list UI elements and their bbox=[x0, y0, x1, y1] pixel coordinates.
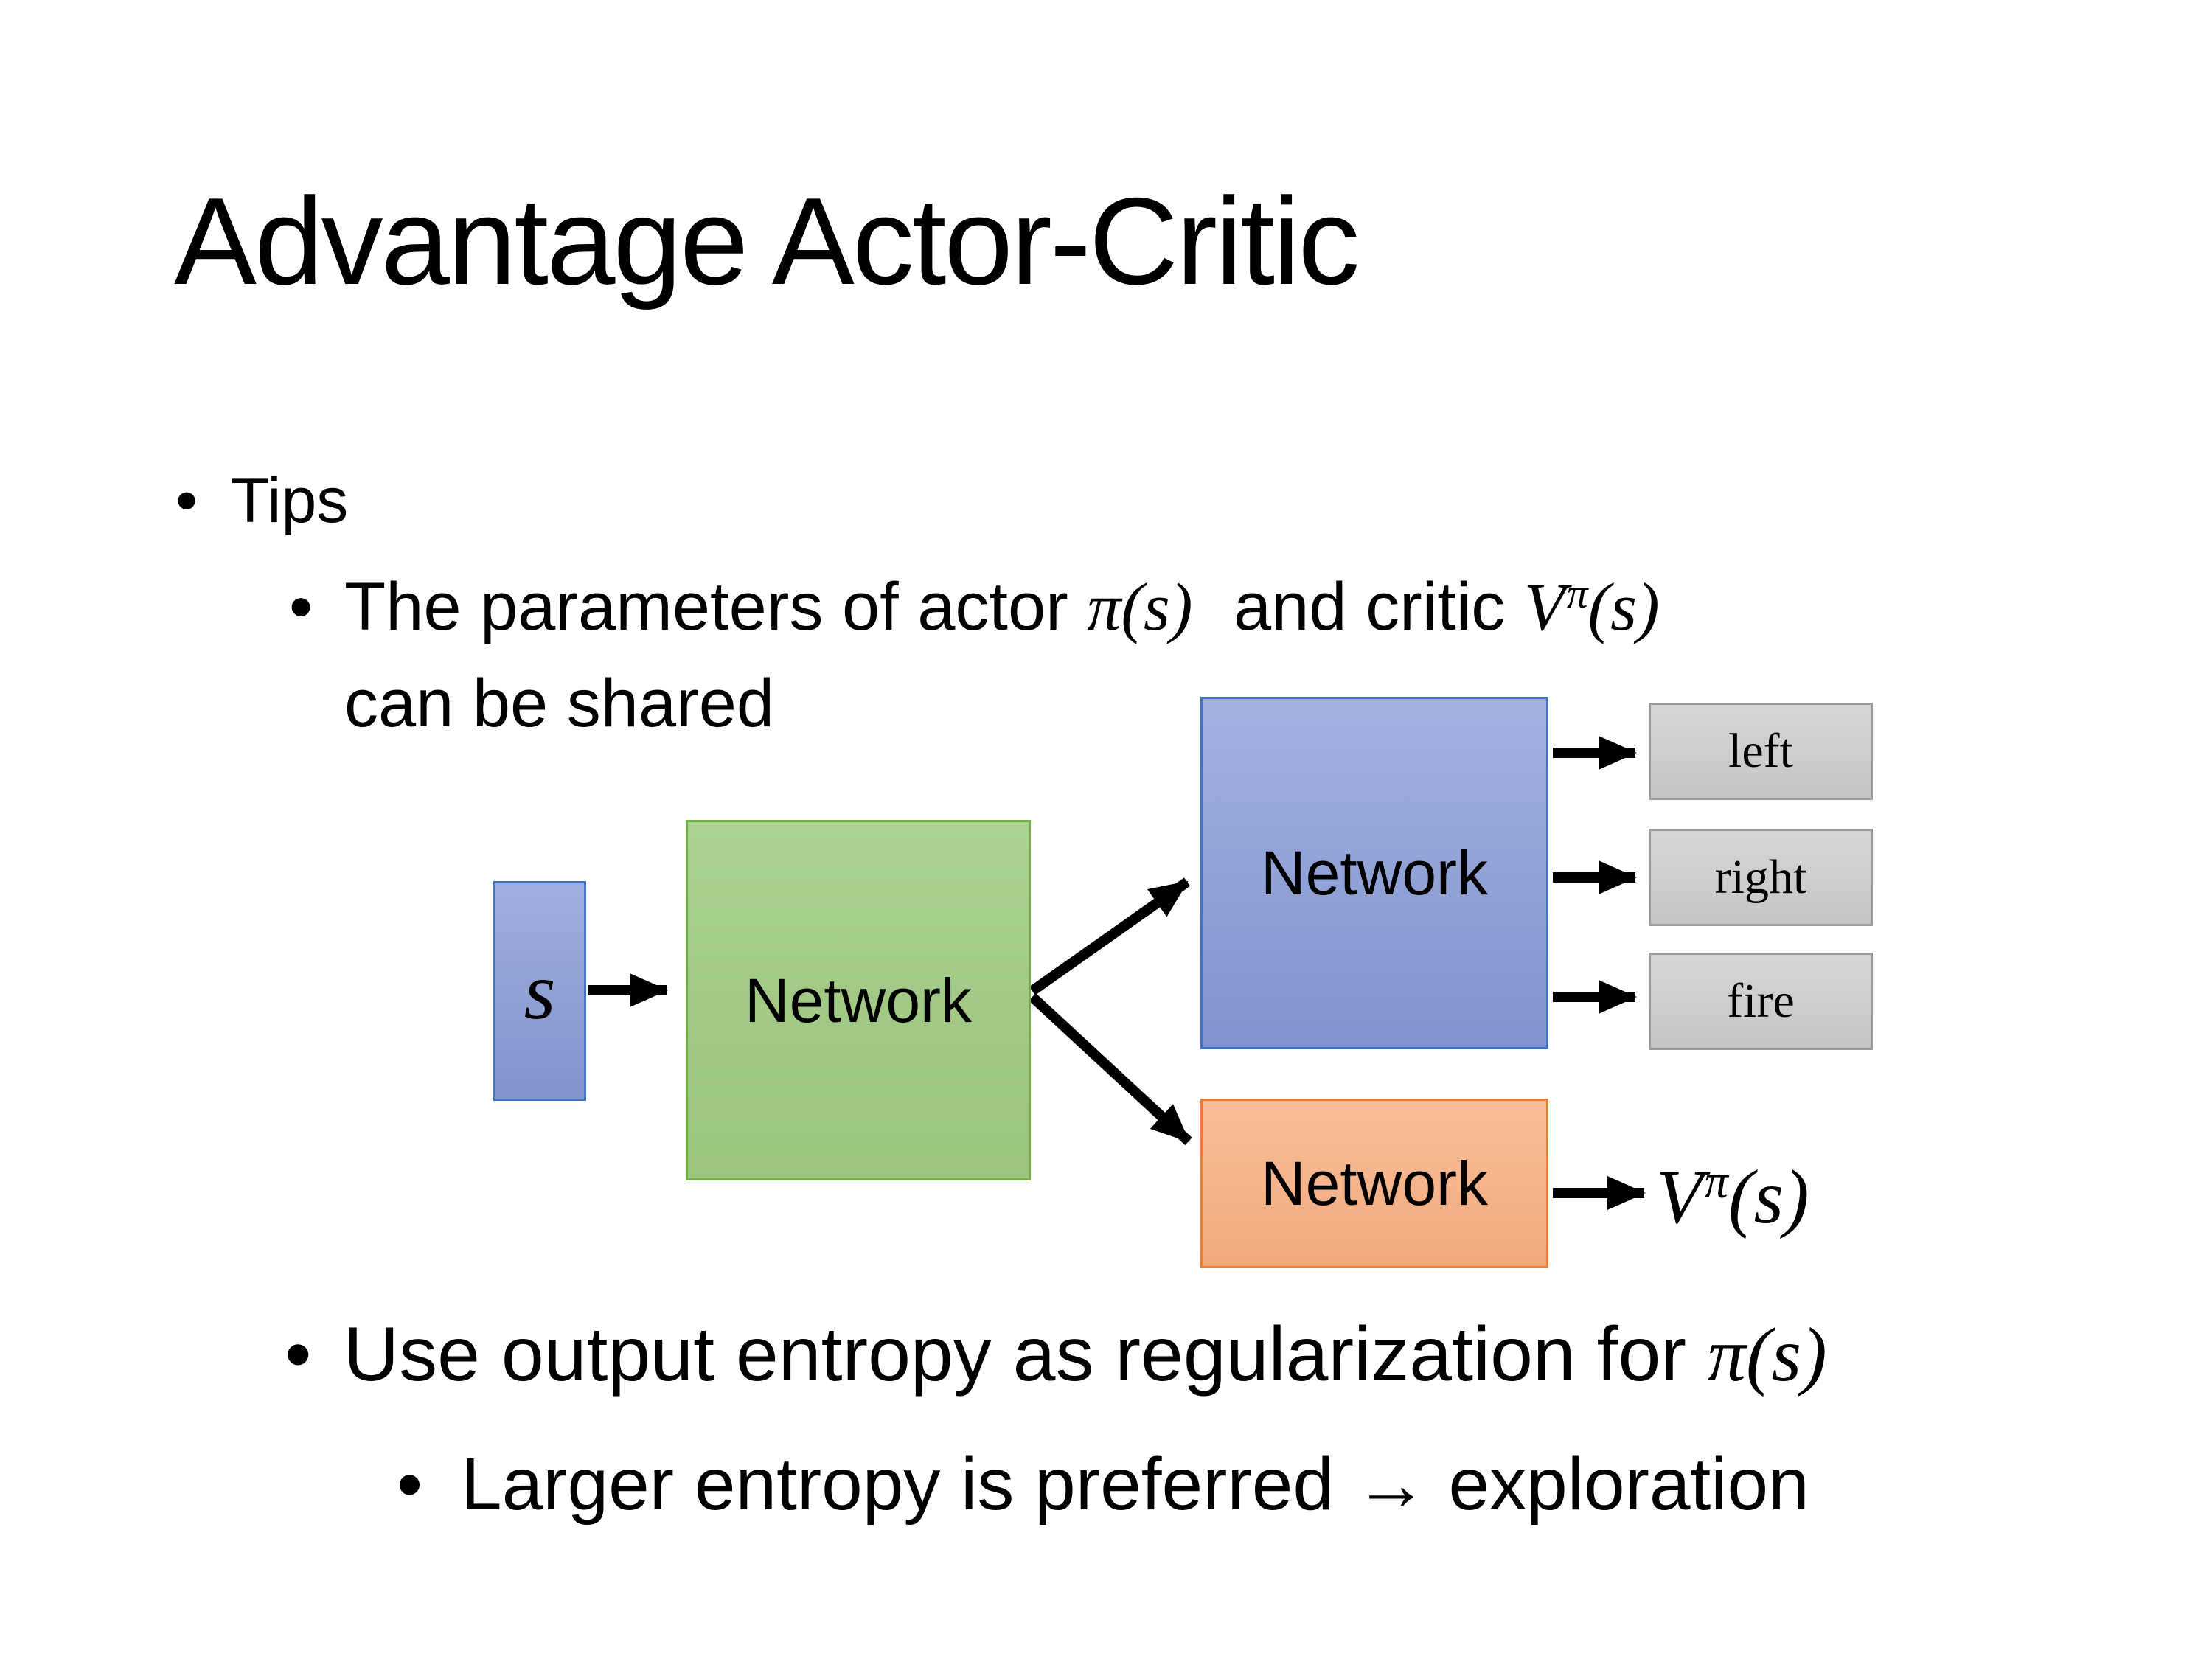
critic-value-sup: π bbox=[1566, 571, 1588, 618]
action-right-label: right bbox=[1714, 850, 1807, 904]
critic-value-base: V bbox=[1523, 569, 1565, 644]
arrow-shared-to-critic bbox=[1029, 992, 1192, 1146]
bullet-level1-icon: • bbox=[175, 465, 198, 536]
bullet-level3-icon: • bbox=[397, 1443, 423, 1526]
arrow-shared-to-actor bbox=[1029, 877, 1191, 995]
value-output-sup: π bbox=[1704, 1155, 1728, 1208]
action-fire-label: fire bbox=[1727, 974, 1795, 1028]
bullet-level2-icon: • bbox=[285, 1312, 312, 1397]
entropy-point-prefix: Use output entropy as regularization for bbox=[344, 1312, 1708, 1397]
critic-network-label: Network bbox=[1260, 1149, 1489, 1218]
action-left-label: left bbox=[1728, 724, 1793, 778]
value-output-label: Vπ(s) bbox=[1656, 1158, 1809, 1236]
state-input-box: s bbox=[493, 881, 586, 1101]
bullet-parameters-shared: The parameters of actor π(s) and critic … bbox=[344, 563, 1660, 747]
shared-point-prefix: The parameters of actor bbox=[344, 569, 1088, 644]
actor-policy-math: π(s) bbox=[1087, 569, 1193, 644]
bullet-entropy-regularization: Use output entropy as regularization for… bbox=[344, 1316, 1827, 1394]
action-right-box: right bbox=[1649, 829, 1873, 926]
shared-network-box: Network bbox=[686, 820, 1031, 1180]
value-output-base: V bbox=[1656, 1155, 1703, 1239]
action-fire-box: fire bbox=[1649, 953, 1873, 1050]
bullet-level2-icon: • bbox=[289, 569, 313, 644]
bullet-tips: Tips bbox=[231, 465, 349, 536]
state-label: s bbox=[524, 945, 556, 1036]
bullet-larger-entropy: Larger entropy is preferred → exploratio… bbox=[461, 1443, 1809, 1526]
shared-network-label: Network bbox=[744, 965, 973, 1035]
actor-network-label: Network bbox=[1260, 838, 1489, 908]
critic-network-box: Network bbox=[1200, 1099, 1548, 1268]
actor-network-box: Network bbox=[1200, 697, 1548, 1049]
critic-value-args: (s) bbox=[1587, 569, 1660, 644]
shared-point-line2: can be shared bbox=[344, 666, 775, 741]
policy-math: π(s) bbox=[1707, 1312, 1827, 1397]
action-left-box: left bbox=[1649, 703, 1873, 800]
shared-point-middle: and critic bbox=[1214, 569, 1524, 644]
value-output-args: (s) bbox=[1728, 1155, 1809, 1239]
page-title: Advantage Actor-Critic bbox=[174, 172, 1360, 310]
